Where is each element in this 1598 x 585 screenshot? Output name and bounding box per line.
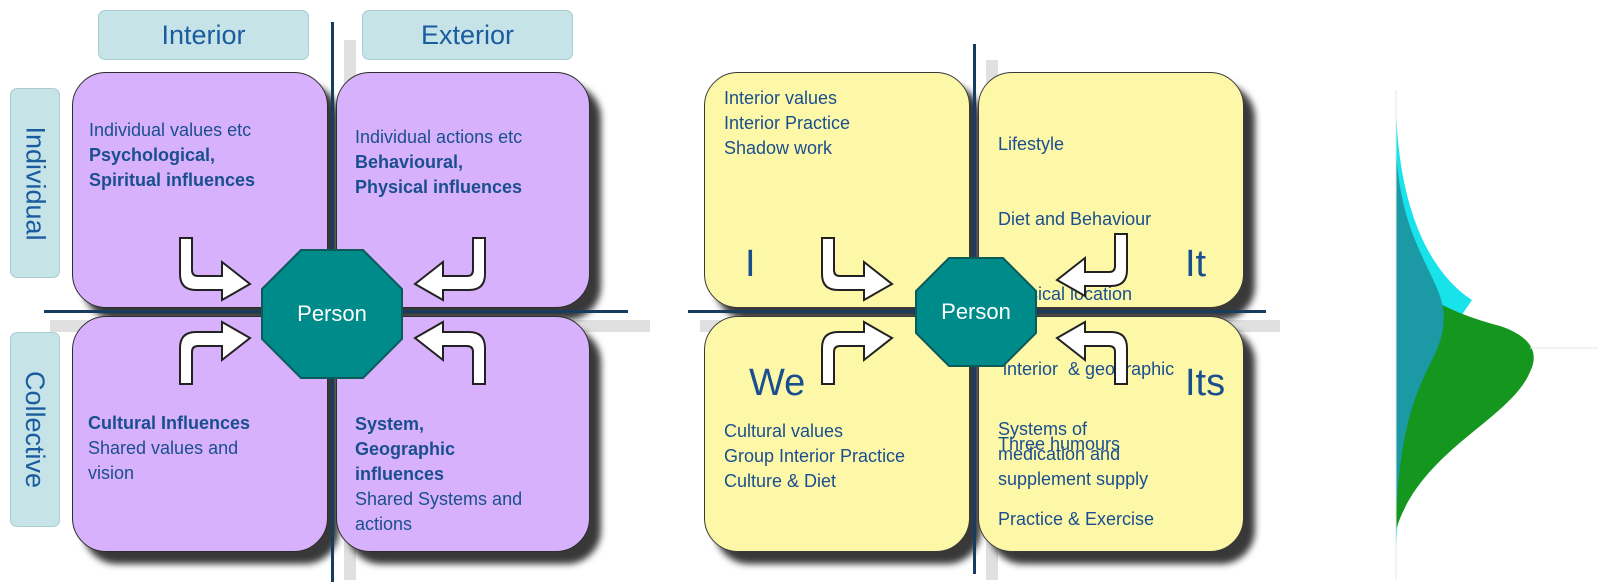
header-exterior-label: Exterior — [420, 19, 515, 50]
right-ll-text: Cultural values Group Interior Practice … — [724, 419, 905, 494]
left-ur-line1: Individual actions etc — [355, 127, 523, 147]
right-ur-line-4: Three humours — [998, 434, 1121, 454]
quadrant-letter-it: It — [1185, 243, 1207, 285]
right-ur-line-3: interior & geographic — [998, 359, 1175, 379]
left-ur-text: Individual actions etc Behavioural, Phys… — [355, 125, 522, 200]
left-ur-bold1: Behavioural, — [355, 152, 464, 172]
right-ul-line-1: Interior Practice — [724, 113, 851, 133]
right-lr-line-1: medication and — [998, 444, 1121, 464]
left-lr-line2: actions — [355, 514, 413, 534]
side-individual-label: Individual — [20, 125, 51, 241]
quadrant-letter-i: I — [745, 243, 756, 285]
right-ur-line-1: Diet and Behaviour — [998, 209, 1152, 229]
right-lr-line-0: Systems of — [998, 419, 1088, 439]
left-ll-line1: Shared values and — [88, 438, 239, 458]
right-quadrant-upper-right — [978, 72, 1244, 308]
teal-curve — [1396, 150, 1444, 520]
left-ll-bold1: Cultural Influences — [88, 413, 251, 433]
left-lr-bold1: System, — [355, 414, 425, 434]
right-arrow-ur-icon — [1055, 233, 1128, 298]
right-arrow-ul-icon — [821, 237, 894, 302]
left-person-label: Person — [297, 301, 367, 326]
side-collective: Collective — [10, 332, 60, 527]
left-person-octagon — [261, 249, 403, 379]
left-arrow-ul-icon — [179, 237, 252, 302]
right-arrow-ll-icon — [821, 320, 894, 385]
header-exterior: Exterior — [362, 10, 573, 60]
quadrant-letter-its: Its — [1185, 362, 1226, 404]
right-ur-line-0: Lifestyle — [998, 134, 1065, 154]
left-arrow-ur-icon — [413, 237, 486, 302]
side-collective-label: Collective — [20, 370, 51, 489]
right-ul-line-2: Shadow work — [724, 138, 833, 158]
right-quadrant-upper-left — [704, 72, 970, 308]
left-ul-bold2: Spiritual influences — [89, 170, 256, 190]
left-ul-text: Individual values etc Psychological, Spi… — [89, 118, 255, 193]
left-arrow-ll-icon — [179, 320, 252, 385]
right-ul-text: Interior values Interior Practice Shadow… — [724, 86, 850, 161]
left-lr-text: System, Geographic influences Shared Sys… — [355, 412, 522, 537]
right-ll-line-1: Group Interior Practice — [724, 446, 906, 466]
left-ul-bold1: Psychological, — [89, 145, 216, 165]
right-ul-line-0: Interior values — [724, 88, 838, 108]
side-individual: Individual — [10, 88, 60, 278]
header-interior-label: Interior — [161, 19, 246, 50]
left-ul-line1: Individual values etc — [89, 120, 252, 140]
right-person-label: Person — [941, 299, 1011, 324]
left-arrow-lr-icon — [413, 320, 486, 385]
left-lr-bold2: Geographic — [355, 439, 456, 459]
distribution-curves-graphic — [1395, 90, 1598, 580]
right-quadrant-lower-right — [978, 316, 1244, 552]
left-lr-line1: Shared Systems and — [355, 489, 523, 509]
left-lr-bold3: influences — [355, 464, 445, 484]
right-ll-line-2: Culture & Diet — [724, 471, 837, 491]
left-ur-bold2: Physical influences — [355, 177, 523, 197]
right-arrow-lr-icon — [1055, 320, 1128, 385]
right-person-octagon — [915, 257, 1037, 367]
header-interior: Interior — [98, 10, 309, 60]
right-quadrant-lower-left — [704, 316, 970, 552]
right-ur-line-5: Practice & Exercise — [998, 509, 1155, 529]
right-lr-line-2: supplement supply — [998, 469, 1149, 489]
right-ll-line-0: Cultural values — [724, 421, 844, 441]
right-lr-text: Systems of medication and supplement sup… — [998, 417, 1148, 492]
quadrant-letter-we: We — [749, 362, 806, 404]
left-ll-line2: vision — [88, 463, 135, 483]
left-ll-text: Cultural Influences Shared values and vi… — [88, 411, 250, 486]
right-ur-text: Lifestyle Diet and Behaviour Physical lo… — [998, 82, 1174, 582]
